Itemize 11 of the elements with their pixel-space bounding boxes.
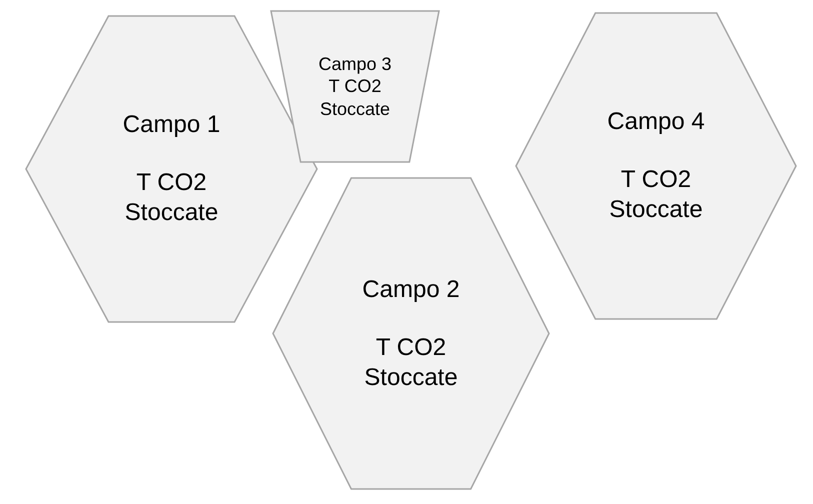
field-value: T CO2 Stoccate [608,165,704,225]
field-title: Campo 1 [122,110,220,140]
hexagon [272,177,550,490]
hexagon [515,12,797,320]
field-title: Campo 2 [362,274,460,304]
field-title: Campo 4 [607,107,705,137]
field-title: Campo 3 [318,52,392,76]
field-value: T CO2 Stoccate [124,168,220,228]
field-value: T CO2 Stoccate [363,332,459,392]
trapezoid [270,10,440,163]
field-value: T CO2 Stoccate [318,75,392,120]
